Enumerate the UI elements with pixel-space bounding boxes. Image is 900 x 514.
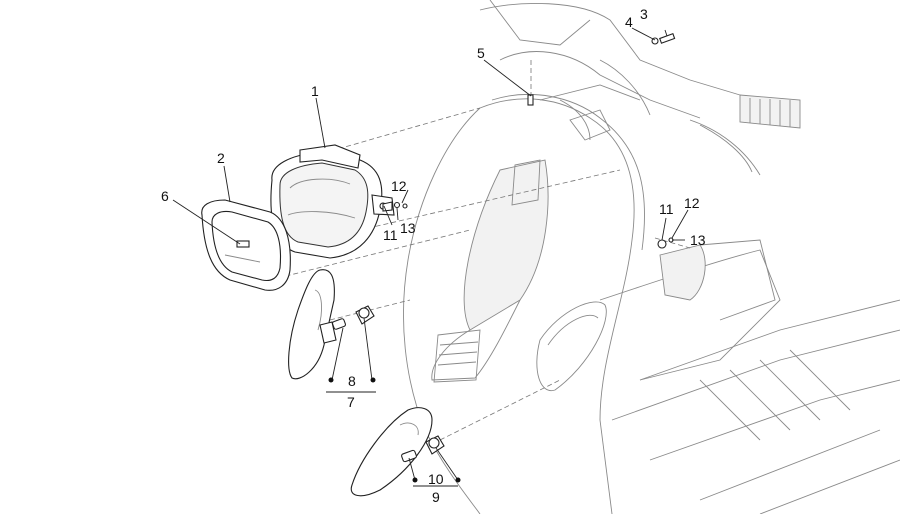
callout-4: 4 (625, 14, 633, 30)
callout-12-left: 12 (391, 178, 407, 194)
callout-6: 6 (161, 188, 169, 204)
callout-7: 7 (347, 394, 355, 410)
callout-3: 3 (640, 6, 648, 22)
callout-2: 2 (217, 150, 225, 166)
right-turn-signal (350, 407, 445, 497)
callout-11-left: 11 (383, 227, 398, 243)
headlight-unit (270, 144, 395, 259)
callout-5: 5 (477, 45, 485, 61)
callout-9: 9 (432, 489, 440, 505)
leader-lines (172, 27, 689, 487)
callout-10: 10 (428, 471, 444, 487)
scooter-frame (403, 0, 900, 514)
callout-11-right: 11 (659, 201, 674, 217)
callout-13-right: 13 (690, 232, 706, 248)
callout-12-right: 12 (684, 195, 700, 211)
callout-1: 1 (311, 83, 319, 99)
left-turn-signal (288, 269, 375, 380)
callout-8: 8 (348, 373, 356, 389)
headlight-bezel (201, 199, 291, 291)
callout-13-left: 13 (400, 220, 416, 236)
callout-labels: 1 2 3 4 5 6 7 8 9 10 11 12 13 11 12 13 (161, 6, 706, 505)
